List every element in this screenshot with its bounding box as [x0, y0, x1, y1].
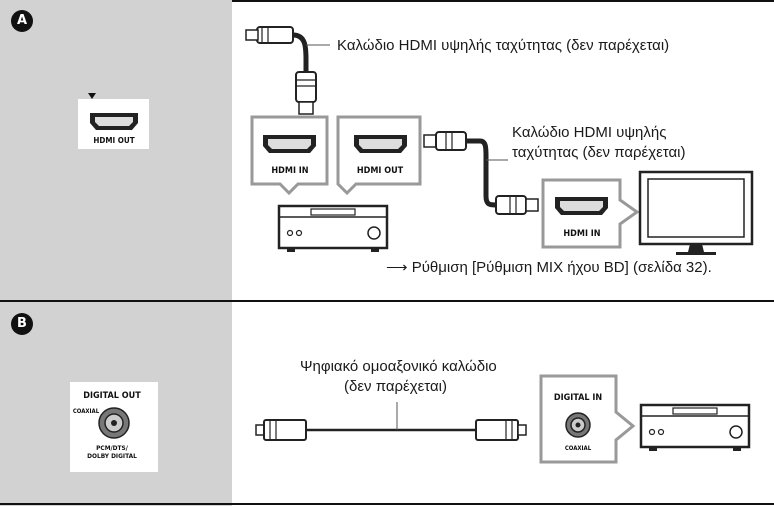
tv-hdmi-in-port: HDMI IN	[541, 178, 640, 249]
hdmi-cable-right	[423, 131, 539, 215]
formats-line1: PCM/DTS/	[96, 444, 129, 452]
middle-divider	[0, 300, 774, 302]
right-cable-caption-line1: Καλώδιο HDMI υψηλής	[512, 124, 667, 141]
hdmi-connector-icon	[295, 71, 317, 103]
section-a-diagram: HDMI OUT HDMI IN HDMI OUT	[78, 26, 754, 255]
setting-note: ⟶ Ρύθμιση [Ρύθμιση MIX ήχου BD] (σελίδα …	[386, 258, 712, 276]
top-divider	[0, 0, 774, 2]
player-port-label: HDMI OUT	[93, 136, 134, 145]
section-a-player-panel	[0, 0, 232, 300]
digital-out-label: DIGITAL OUT	[83, 391, 141, 401]
tv-icon	[638, 170, 754, 255]
top-cable-caption: Καλώδιο HDMI υψηλής ταχύτητας (δεν παρέχ…	[337, 37, 670, 54]
receiver-hdmi-ports: HDMI IN HDMI OUT	[250, 115, 422, 196]
section-a-badge: A	[11, 10, 33, 32]
av-receiver-icon	[277, 204, 389, 252]
section-b-badge: B	[11, 313, 33, 335]
receiver-in-label: HDMI IN	[271, 166, 308, 176]
digital-in-label: DIGITAL IN	[554, 393, 602, 403]
coaxial-cable	[255, 402, 527, 441]
setting-note-text: Ρύθμιση [Ρύθμιση MIX ήχου BD] (σελίδα 32…	[411, 259, 712, 276]
coaxial-label: COAXIAL	[73, 408, 100, 415]
section-b-diagram: DIGITAL OUT COAXIAL PCM/DTS/ DOLBY DIGIT…	[70, 374, 751, 472]
hdmi-cable-top	[245, 26, 330, 115]
hdmi-in-port-callout	[250, 115, 329, 196]
coaxial-cable-caption-line2: (δεν παρέχεται)	[344, 378, 448, 395]
player-digital-out-port: DIGITAL OUT COAXIAL PCM/DTS/ DOLBY DIGIT…	[70, 382, 158, 472]
receiver-digital-in-port: DIGITAL IN COAXIAL	[539, 374, 636, 464]
formats-line2: DOLBY DIGITAL	[87, 452, 137, 460]
cable-line	[466, 138, 497, 208]
right-cable-caption-line2: ταχύτητας (δεν παρέχεται)	[512, 144, 686, 161]
cable-line	[292, 32, 309, 72]
hdmi-connector-icon	[435, 131, 467, 151]
bottom-divider	[0, 503, 774, 505]
arrow-right-icon: ⟶	[386, 259, 408, 276]
receiver-out-label: HDMI OUT	[357, 166, 404, 176]
tv-in-label: HDMI IN	[563, 229, 600, 239]
receiver-coaxial-label: COAXIAL	[565, 445, 592, 452]
section-a: A HDMI OUT HDMI IN	[0, 0, 754, 300]
coaxial-cable-caption-line1: Ψηφιακό ομοαξονικό καλώδιο	[300, 358, 497, 375]
av-receiver-icon	[639, 403, 751, 451]
hdmi-connector-icon	[495, 195, 527, 215]
player-hdmi-out-port: HDMI OUT	[78, 93, 149, 149]
hdmi-out-port-callout	[336, 115, 422, 196]
section-b: B DIGITAL OUT COAXIAL PCM/DTS/ DOLBY DIG…	[0, 302, 774, 506]
triangle-marker-icon	[88, 93, 96, 99]
